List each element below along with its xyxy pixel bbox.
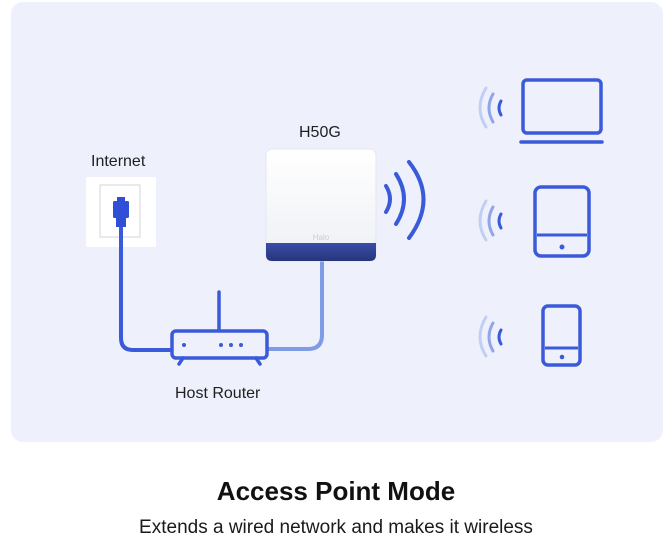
phone-wifi-signal-icon <box>478 315 503 358</box>
internet-label: Internet <box>91 153 146 170</box>
phone-client <box>478 304 582 367</box>
mesh-hub-icon: Halo <box>265 148 377 262</box>
tablet-wifi-signal-icon <box>478 199 503 242</box>
laptop-wifi-signal-icon <box>478 86 503 129</box>
device-label: H50G <box>299 124 341 141</box>
hub-wifi-signal-icon <box>384 160 426 240</box>
ethernet-plug-icon <box>113 197 129 227</box>
tablet-client <box>478 185 591 258</box>
laptop-client <box>478 78 604 144</box>
router-label: Host Router <box>175 385 261 402</box>
phone-icon <box>541 304 582 367</box>
tablet-icon <box>533 185 591 258</box>
router-icon <box>170 290 269 366</box>
laptop-icon <box>519 78 604 144</box>
router-to-hub-cable <box>265 260 324 351</box>
hub-brand-text: Halo <box>313 233 330 242</box>
mode-title: Access Point Mode <box>216 476 456 506</box>
internet-cable <box>119 213 174 352</box>
mode-description: Extends a wired network and makes it wir… <box>139 517 533 538</box>
